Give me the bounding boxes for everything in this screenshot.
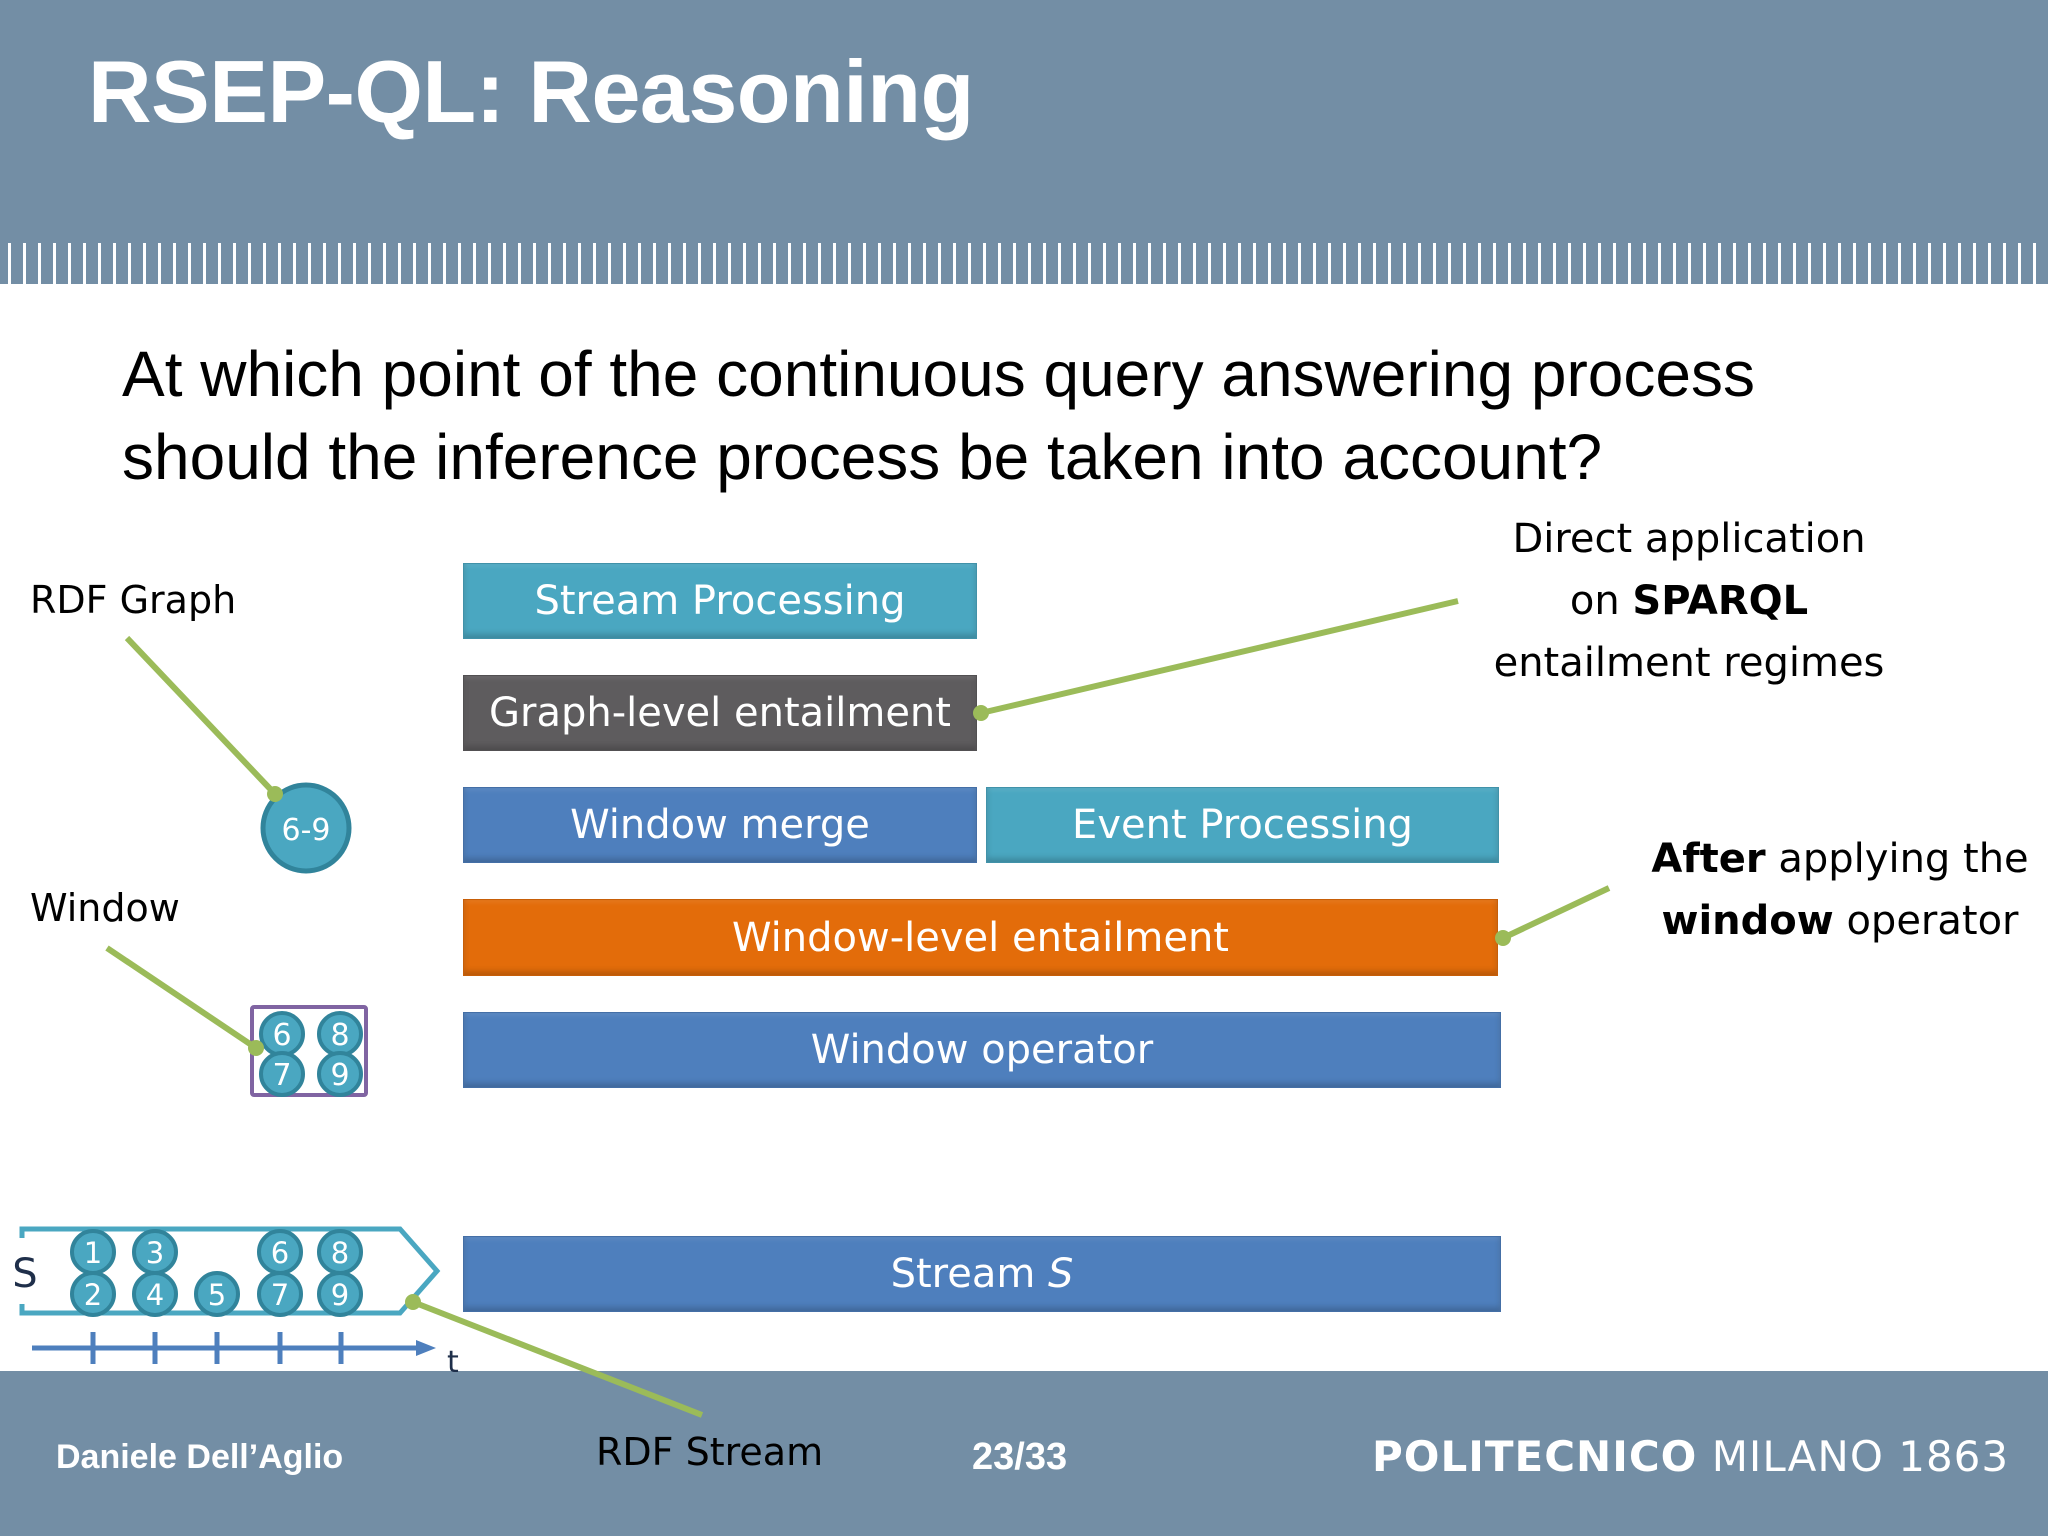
question-line-1: At which point of the continuous query a… xyxy=(122,338,1755,410)
window-merge-label: Window merge xyxy=(570,802,870,848)
after-window-connector xyxy=(1501,885,1611,941)
window-level-entailment-box: Window-level entailment xyxy=(463,899,1498,976)
stream-node-8: 8 xyxy=(331,1236,349,1270)
stream-processing-label: Stream Processing xyxy=(534,578,906,624)
window-operator-label: Window operator xyxy=(810,1027,1154,1073)
stream-node-1: 1 xyxy=(84,1236,102,1270)
stream-node-5: 5 xyxy=(208,1278,226,1312)
annotation-after-bold: After xyxy=(1651,836,1766,882)
graph-level-entailment-label: Graph-level entailment xyxy=(489,690,951,736)
stream-node-4: 4 xyxy=(146,1278,164,1312)
stream-node-6: 6 xyxy=(271,1236,289,1270)
stream-node-3: 3 xyxy=(146,1236,164,1270)
annotation-direct-application: Direct application on SPARQL entailment … xyxy=(1489,508,1889,694)
annotation-after-line-1: After applying the xyxy=(1640,828,2040,890)
graph-level-entailment-box: Graph-level entailment xyxy=(463,675,977,751)
slide-title: RSEP-QL: Reasoning xyxy=(88,42,974,141)
window-node-7: 7 xyxy=(272,1058,291,1093)
annotation-after-line-2: window operator xyxy=(1640,890,2040,952)
slide-header xyxy=(0,0,2048,284)
window-level-entailment-label: Window-level entailment xyxy=(732,914,1229,961)
stream-node-2: 2 xyxy=(84,1278,102,1312)
question-line-2: should the inference process be taken in… xyxy=(122,421,1603,493)
rdf-stream-label: RDF Stream xyxy=(596,1430,824,1474)
stream-s-label: Stream S xyxy=(891,1251,1074,1297)
stream-s-variable: S xyxy=(1048,1251,1074,1297)
footer-logo: POLITECNICO MILANO 1863 xyxy=(1372,1432,2009,1481)
slide-footer xyxy=(0,1371,2048,1536)
stream-s-box: Stream S xyxy=(463,1236,1501,1312)
window-merge-box: Window merge xyxy=(463,787,977,863)
stream-s-prefix: Stream xyxy=(890,1251,1049,1297)
event-processing-box: Event Processing xyxy=(986,787,1499,863)
annotation-after-window: After applying the window operator xyxy=(1640,828,2040,952)
rdf-graph-label: RDF Graph xyxy=(30,578,237,622)
window-operator-box: Window operator xyxy=(463,1012,1501,1088)
window-label: Window xyxy=(30,886,180,930)
stream-node-7: 7 xyxy=(271,1278,289,1312)
direct-application-connector xyxy=(980,598,1459,716)
graph-node-icon: 6-9 xyxy=(260,782,352,874)
annotation-direct-sparql: SPARQL xyxy=(1632,578,1809,624)
stream-processing-box: Stream Processing xyxy=(463,563,977,639)
window-node-9: 9 xyxy=(330,1058,349,1093)
header-stripes xyxy=(0,243,2048,284)
annotation-direct-line-3: entailment regimes xyxy=(1493,640,1885,686)
window-node-6: 6 xyxy=(272,1018,291,1053)
annotation-direct-line-2: on SPARQL xyxy=(1489,570,1889,632)
logo-milano-1863: MILANO 1863 xyxy=(1697,1432,2010,1481)
event-processing-label: Event Processing xyxy=(1072,802,1413,848)
annotation-direct-prefix: on xyxy=(1569,578,1633,624)
graph-node-label: 6-9 xyxy=(282,813,331,848)
window-node-8: 8 xyxy=(330,1018,349,1053)
window-node-group: 6 8 7 9 xyxy=(250,1005,368,1097)
annotation-direct-line-1: Direct application xyxy=(1512,516,1866,562)
annotation-after-rest: applying the xyxy=(1765,836,2029,882)
window-connector xyxy=(105,945,258,1051)
footer-page-number: 23/33 xyxy=(972,1436,1068,1478)
annotation-window-bold: window xyxy=(1661,898,1834,944)
annotation-operator-rest: operator xyxy=(1833,898,2019,944)
rdf-graph-connector xyxy=(124,635,278,797)
stream-node-9: 9 xyxy=(331,1278,349,1312)
slide-question: At which point of the continuous query a… xyxy=(122,333,1922,499)
stream-chevron-icon: S 1 3 6 8 2 4 5 7 9 xyxy=(12,1226,441,1317)
footer-author: Daniele Dell’Aglio xyxy=(56,1438,344,1476)
logo-politecnico: POLITECNICO xyxy=(1372,1432,1698,1481)
stream-s-symbol: S xyxy=(12,1251,37,1297)
